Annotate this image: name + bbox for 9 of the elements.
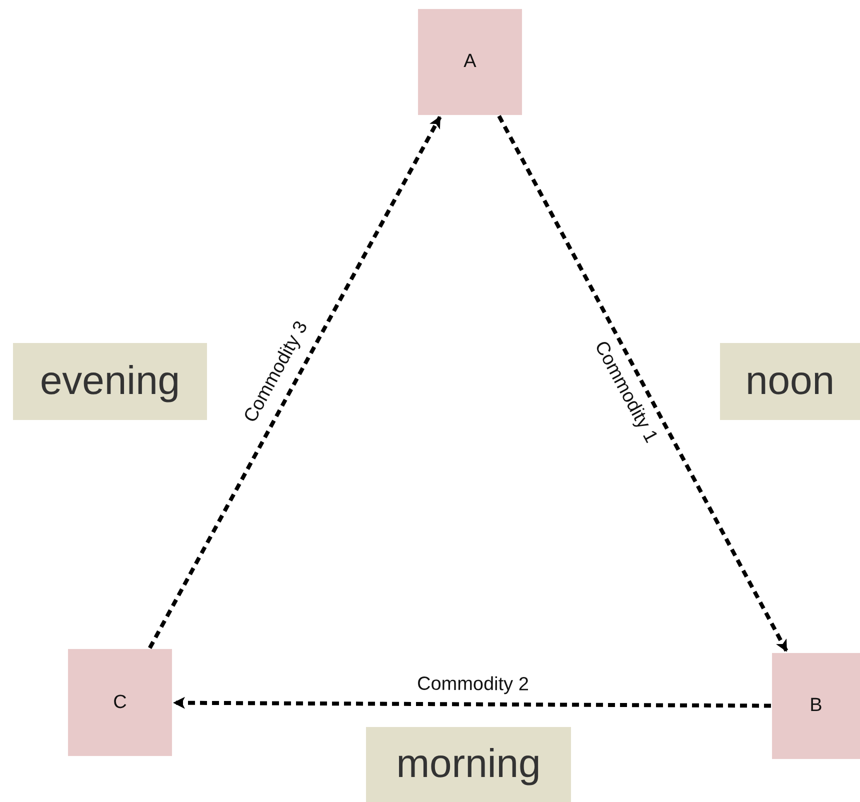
box-node: C	[68, 649, 172, 756]
time-label-box: noon	[720, 343, 860, 420]
dashed-arrow	[148, 116, 442, 649]
dashed-arrow	[497, 115, 788, 652]
box-node: B	[772, 653, 860, 759]
time-label-box: evening	[13, 343, 207, 420]
box-node: A	[418, 9, 522, 115]
dashed-arrow	[173, 696, 772, 709]
time-label-box: morning	[366, 727, 571, 802]
